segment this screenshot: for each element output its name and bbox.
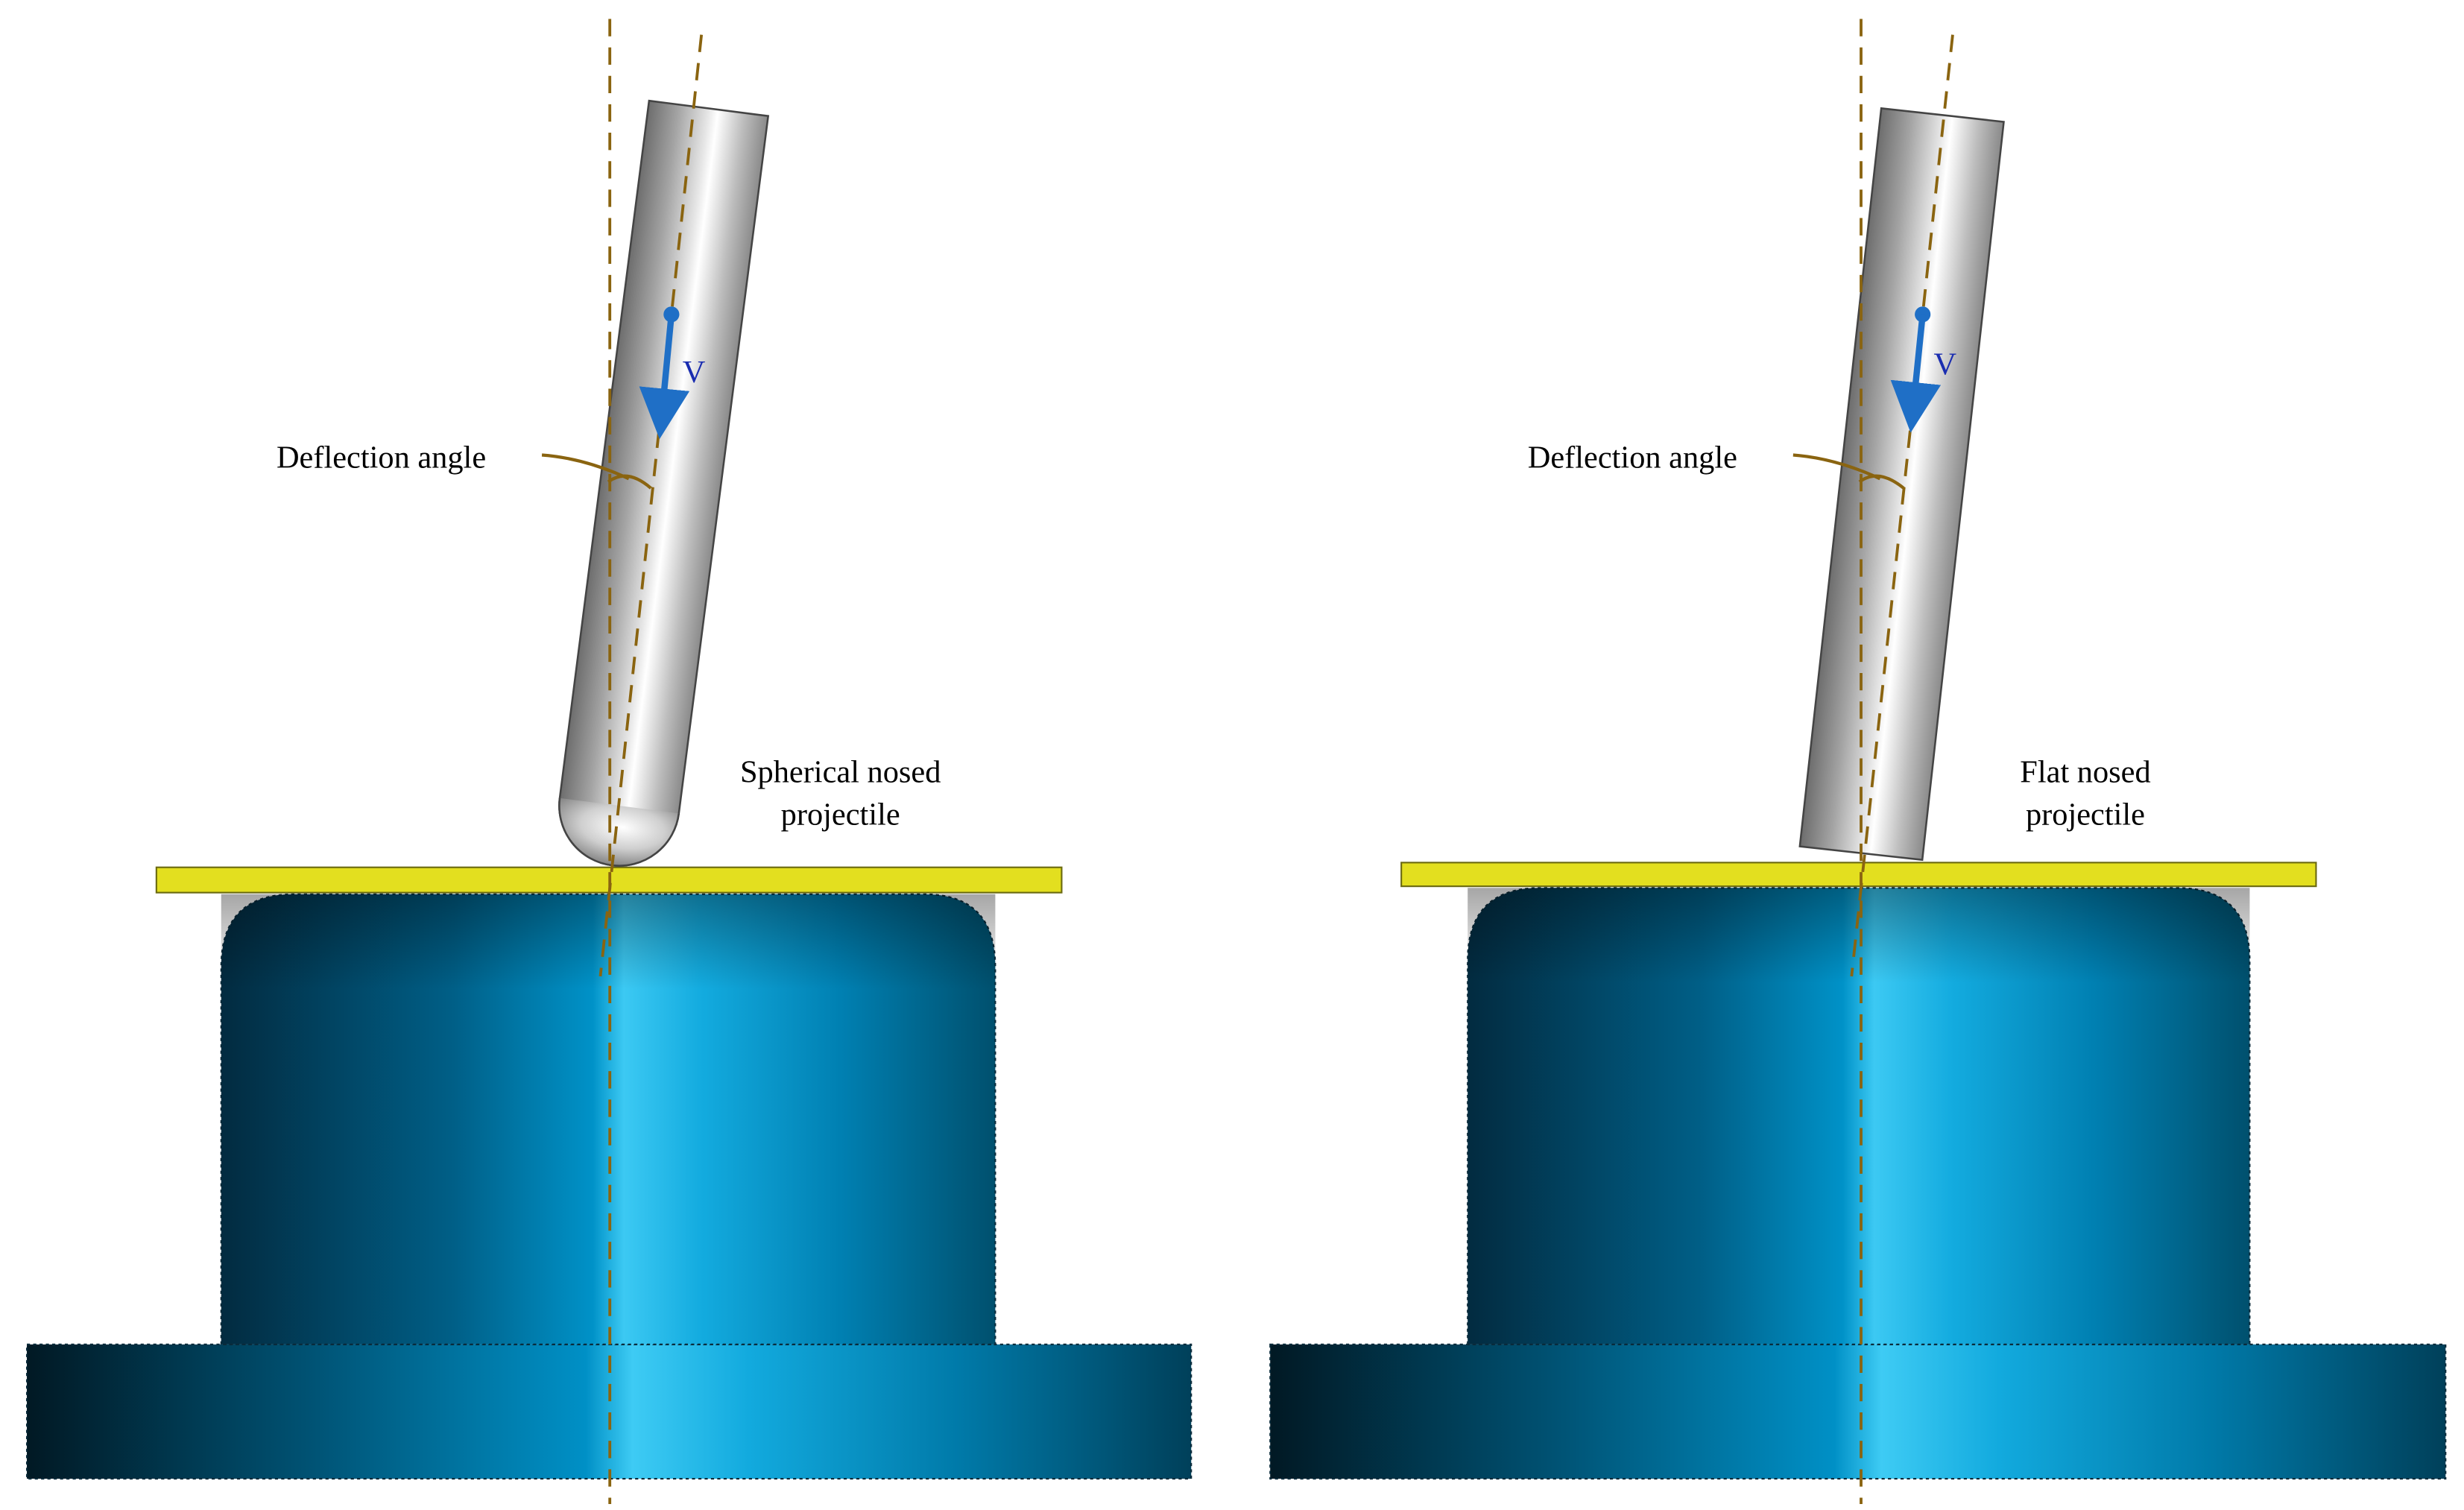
projectile-type-label-line2: projectile	[781, 797, 900, 832]
projectile-type-label-line2: projectile	[2026, 797, 2145, 832]
spherical-nosed-projectile	[558, 99, 770, 867]
left-panel: V Deflection angle Spherical nosed proje…	[25, 19, 1192, 1504]
right-panel: V Deflection angle Flat nosed projectile	[1269, 19, 2447, 1504]
deflection-angle-label: Deflection angle	[277, 440, 486, 475]
velocity-label: V	[1934, 347, 1957, 382]
cylinder-top-shade	[221, 894, 996, 989]
velocity-arrow	[1890, 314, 1942, 433]
support-base	[1269, 1343, 2447, 1480]
deflection-leader	[541, 453, 630, 481]
projectile-type-label-line1: Spherical nosed	[740, 754, 941, 789]
projectile-axis-line	[1850, 34, 1954, 977]
deflection-leader	[1792, 453, 1881, 481]
velocity-arrow	[639, 314, 690, 440]
deflection-angle-arc	[1858, 474, 1905, 490]
target-plate	[1400, 862, 2317, 888]
projectile-type-label-line1: Flat nosed	[2020, 754, 2150, 789]
flat-nosed-projectile	[1798, 107, 2005, 862]
deflection-angle-label: Deflection angle	[1528, 440, 1737, 475]
projectile-axis-line	[598, 34, 704, 977]
projectile-body	[1798, 107, 2005, 862]
deflection-angle-arc	[607, 474, 652, 490]
projectile-body	[558, 99, 770, 867]
velocity-label: V	[683, 355, 706, 390]
cylinder-top-shade	[1468, 888, 2250, 983]
